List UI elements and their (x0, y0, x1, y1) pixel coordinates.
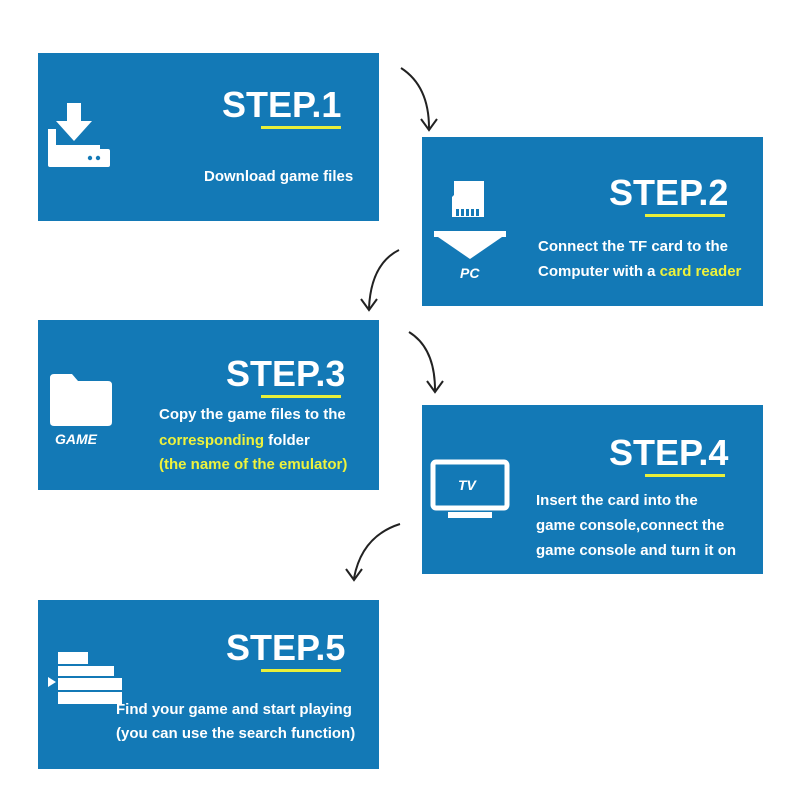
step-4-underline (645, 474, 725, 477)
step-2-title: STEP.2 (609, 172, 729, 213)
step-2-underline (645, 214, 725, 217)
step-2-card: STEP.2 Connect the TF card to the Comput… (422, 137, 763, 306)
arrow-step-1-to-2 (400, 67, 438, 132)
step-1-card: STEP.1 Download game files (38, 53, 379, 221)
step-3-line-2-text: folder (264, 432, 310, 449)
step-4-description-line-2: game console,connect the (536, 517, 725, 534)
step-4-title: STEP.4 (609, 432, 729, 473)
step-2-highlight: card reader (659, 263, 742, 280)
step-4-description-line-1: Insert the card into the (536, 492, 698, 509)
step-5-description-line-1: Find your game and start playing (116, 701, 352, 718)
step-5-title: STEP.5 (226, 627, 346, 668)
step-2-icon-label: PC (460, 265, 480, 281)
tv-icon (430, 459, 510, 518)
game-list-icon (48, 652, 122, 704)
step-5-card: STEP.5 Find your game and start playing … (38, 600, 379, 769)
step-2-description-line-1: Connect the TF card to the (538, 238, 729, 255)
arrow-step-3-to-4 (408, 331, 444, 394)
step-5-description-line-2: (you can use the search function) (116, 725, 356, 742)
download-icon (48, 103, 110, 167)
step-3-description-line-1: Copy the game files to the (159, 406, 346, 423)
step-4-icon-label: TV (458, 477, 476, 493)
step-4-description-line-3: game console and turn it on (536, 542, 737, 559)
step-3-underline (261, 395, 341, 398)
arrow-step-2-to-3 (360, 249, 400, 312)
step-3-description-line-2: corresponding folder (159, 428, 310, 453)
step-3-description-line-3: (the name of the emulator) (159, 456, 348, 473)
step-2-description-line-2: Computer with a card reader (538, 259, 741, 284)
step-1-title: STEP.1 (222, 84, 342, 125)
step-3-icon-label: GAME (55, 431, 97, 447)
step-3-card: STEP.3 Copy the game files to the corres… (38, 320, 379, 490)
folder-icon (50, 374, 112, 426)
step-4-card: STEP.4 Insert the card into the game con… (422, 405, 763, 574)
step-3-title: STEP.3 (226, 353, 346, 394)
tf-card-to-pc-icon (434, 181, 506, 259)
step-5-underline (261, 669, 341, 672)
arrow-step-4-to-5 (345, 523, 401, 582)
step-3-highlight: corresponding (159, 432, 265, 449)
step-2-line-2-text: Computer with a (538, 263, 660, 280)
step-1-underline (261, 126, 341, 129)
step-1-description: Download game files (204, 168, 354, 185)
